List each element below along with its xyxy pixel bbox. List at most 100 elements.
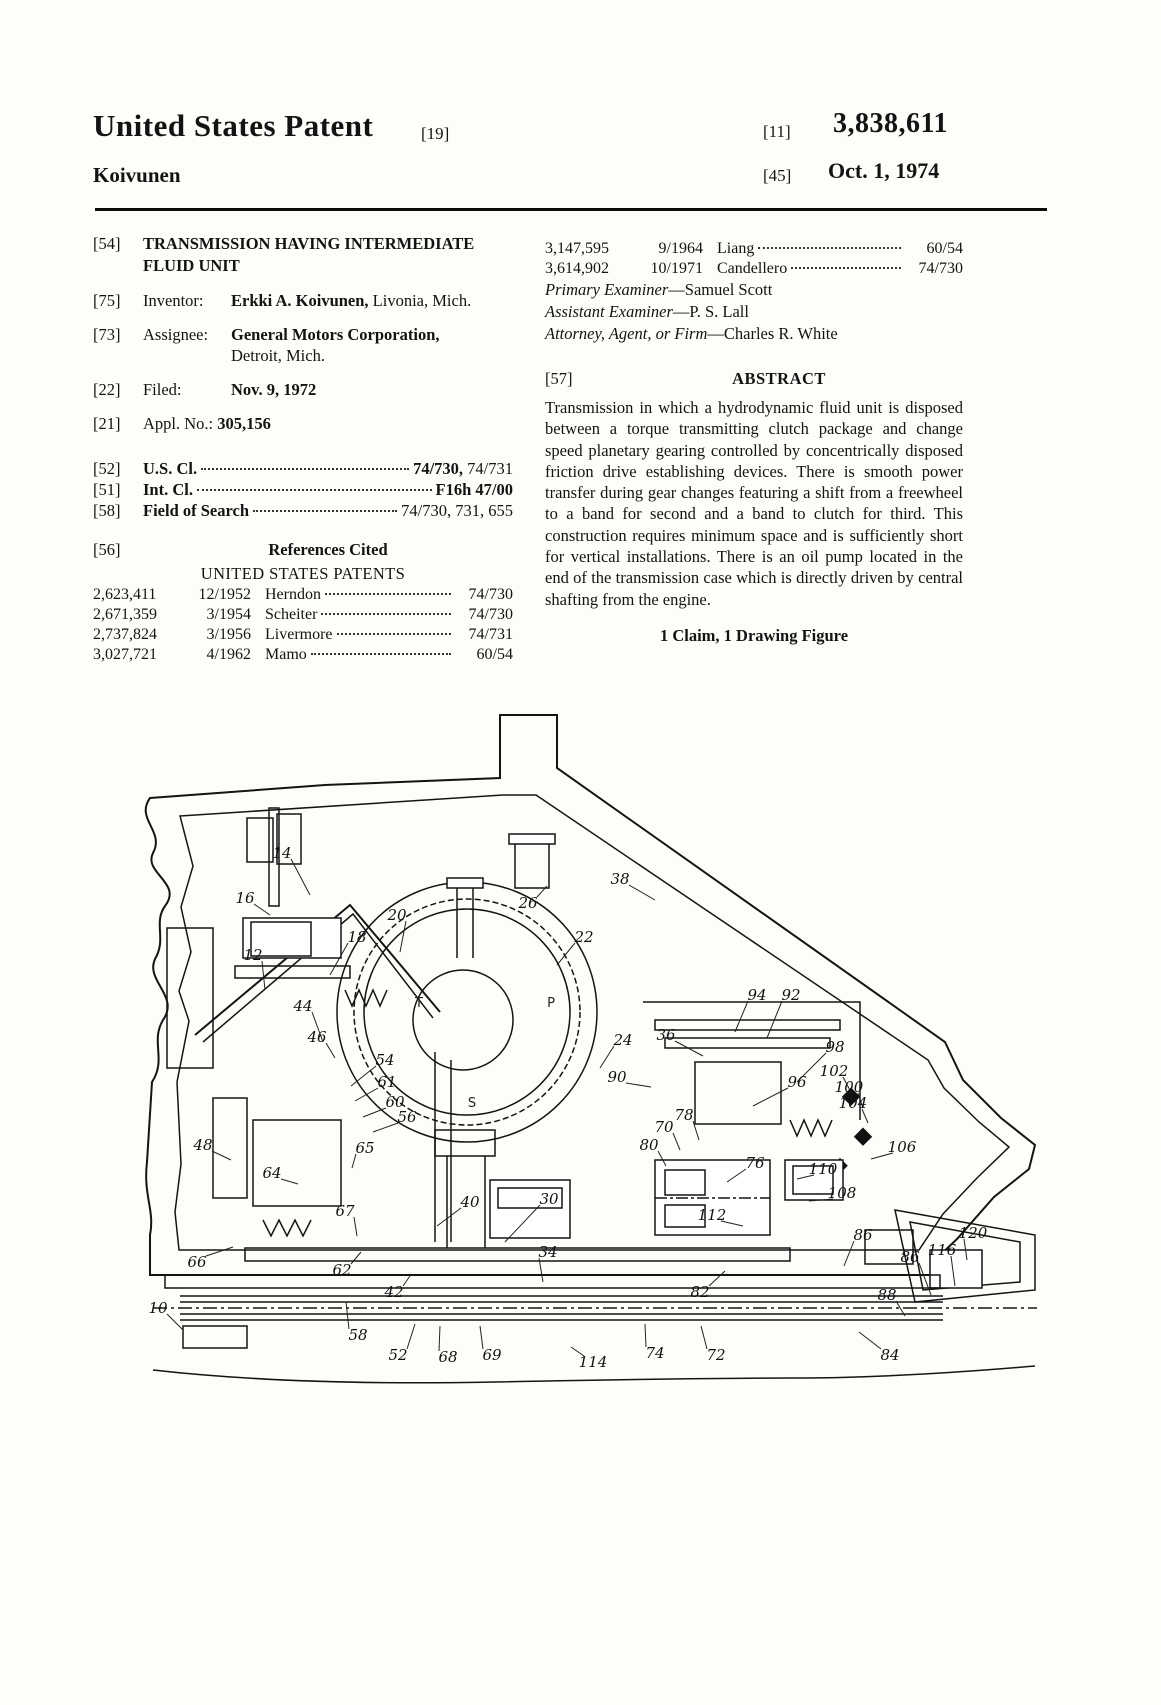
- dot-leader: [321, 613, 451, 615]
- figure-label-68: 68: [438, 1348, 457, 1366]
- field-tag: [22]: [93, 379, 143, 400]
- ref-date: 12/1952: [183, 585, 265, 604]
- figure-leader-line: [212, 1151, 231, 1160]
- figure-leader-line: [281, 1179, 298, 1184]
- field-label: U.S. Cl.: [143, 458, 197, 479]
- ref-name: Herndon: [265, 585, 321, 604]
- reference-row: 2,737,824 3/1956 Livermore 74/731: [93, 625, 513, 644]
- inventor-value: Erkki A. Koivunen, Livonia, Mich.: [231, 290, 471, 311]
- left-column: [54] TRANSMISSION HAVING INTERMEDIATE FL…: [93, 233, 513, 664]
- dot-leader: [758, 247, 901, 249]
- figure-label-82: 82: [690, 1283, 709, 1301]
- assignee-row: [73] Assignee: General Motors Corporatio…: [93, 324, 513, 366]
- ref-name: Mamo: [265, 645, 307, 664]
- field-tag: [56]: [93, 539, 143, 560]
- figure-leader-line: [351, 1066, 376, 1086]
- field-of-search-row: [58] Field of Search 74/730, 731, 655: [93, 500, 513, 521]
- inventor-surname: Koivunen: [93, 163, 181, 188]
- figure-label-58: 58: [348, 1326, 367, 1344]
- ref-name: Liang: [717, 239, 754, 258]
- figure-leader-line: [351, 1252, 361, 1264]
- ref-class: 74/730: [455, 585, 513, 604]
- field-tag: [73]: [93, 324, 143, 345]
- claims-line: 1 Claim, 1 Drawing Figure: [545, 625, 963, 646]
- field-of-search-value: 74/730, 731, 655: [401, 500, 513, 521]
- dot-leader: [201, 468, 409, 470]
- figure-leader-line: [400, 921, 406, 952]
- field-tag: [75]: [93, 290, 143, 311]
- figure-label-120: 120: [959, 1224, 988, 1242]
- field-tag: [54]: [93, 233, 143, 254]
- figure-label-44: 44: [292, 997, 312, 1015]
- attorney-line: Attorney, Agent, or Firm—Charles R. Whit…: [545, 323, 963, 344]
- patent-drawing-figure: 14161218202638224446TPS94922436981021001…: [95, 690, 1055, 1400]
- figure-label-S: S: [468, 1096, 476, 1111]
- ref-date: 10/1971: [635, 259, 717, 278]
- page-title: United States Patent: [93, 108, 373, 144]
- figure-label-52: 52: [388, 1346, 407, 1364]
- figure-leader-line: [326, 1043, 335, 1058]
- assistant-examiner-line: Assistant Examiner—P. S. Lall: [545, 301, 963, 322]
- right-column: 3,147,595 9/1964 Liang 60/54 3,614,902 1…: [545, 233, 963, 646]
- field-label: Field of Search: [143, 500, 249, 521]
- figure-label-114: 114: [579, 1353, 608, 1371]
- figure-leader-line: [437, 1208, 461, 1226]
- case-stud: [509, 834, 555, 888]
- figure-leader-line: [407, 1324, 415, 1349]
- figure-leader-line: [373, 1123, 398, 1132]
- dot-leader: [337, 633, 451, 635]
- figure-label-14: 14: [272, 844, 291, 862]
- figure-label-84: 84: [880, 1346, 899, 1364]
- dot-leader: [791, 267, 901, 269]
- figure-label-86: 86: [900, 1248, 920, 1266]
- field-tag: [52]: [93, 458, 143, 479]
- figure-label-76: 76: [745, 1154, 765, 1172]
- figure-label-80: 80: [639, 1136, 659, 1154]
- figure-leader-line: [673, 1133, 680, 1150]
- figure-label-61: 61: [377, 1073, 396, 1091]
- inventor-row: [75] Inventor: Erkki A. Koivunen, Livoni…: [93, 290, 513, 311]
- reference-row: 2,623,411 12/1952 Herndon 74/730: [93, 585, 513, 604]
- field-label: Assignee:: [143, 324, 231, 345]
- figure-label-70: 70: [654, 1118, 674, 1136]
- us-cl-row: [52] U.S. Cl. 74/730, 74/731: [93, 458, 513, 479]
- figure-label-110: 110: [809, 1160, 838, 1178]
- figure-label-67: 67: [335, 1202, 355, 1220]
- figure-label-40: 40: [459, 1193, 480, 1211]
- us-patents-subheading: UNITED STATES PATENTS: [93, 563, 513, 584]
- filed-row: [22] Filed: Nov. 9, 1972: [93, 379, 513, 400]
- figure-label-88: 88: [877, 1286, 896, 1304]
- figure-label-74: 74: [645, 1344, 664, 1362]
- ref-number: 2,671,359: [93, 605, 183, 624]
- ref-class: 74/730: [905, 259, 963, 278]
- kind-code-tag: [19]: [421, 124, 449, 144]
- figure-label-26: 26: [517, 894, 538, 912]
- figure-label-38: 38: [610, 870, 629, 888]
- ref-date: 3/1954: [183, 605, 265, 624]
- ref-name: Livermore: [265, 625, 333, 644]
- figure-label-36: 36: [656, 1026, 676, 1044]
- ref-class: 60/54: [905, 239, 963, 258]
- invention-title: TRANSMISSION HAVING INTERMEDIATE FLUID U…: [143, 233, 513, 277]
- ref-number: 3,027,721: [93, 645, 183, 664]
- issue-date-tag: [45]: [763, 166, 791, 186]
- field-label: Filed:: [143, 379, 231, 400]
- figure-label-64: 64: [262, 1164, 281, 1182]
- figure-label-98: 98: [825, 1038, 844, 1056]
- dot-leader: [253, 510, 397, 512]
- reference-row: 3,027,721 4/1962 Mamo 60/54: [93, 645, 513, 664]
- figure-label-90: 90: [607, 1068, 627, 1086]
- assignee-value: General Motors Corporation,Detroit, Mich…: [231, 324, 440, 366]
- references-cited-heading: [56] References Cited: [93, 539, 513, 560]
- figure-label-65: 65: [355, 1139, 374, 1157]
- figure-label-P: P: [547, 996, 555, 1011]
- figure-label-46: 46: [306, 1028, 327, 1046]
- ref-class: 60/54: [455, 645, 513, 664]
- figure-label-72: 72: [706, 1346, 725, 1364]
- figure-leader-line: [626, 1083, 651, 1087]
- field-label: Int. Cl.: [143, 479, 193, 500]
- ref-date: 9/1964: [635, 239, 717, 258]
- figure-label-116: 116: [928, 1241, 957, 1259]
- ref-number: 2,623,411: [93, 585, 183, 604]
